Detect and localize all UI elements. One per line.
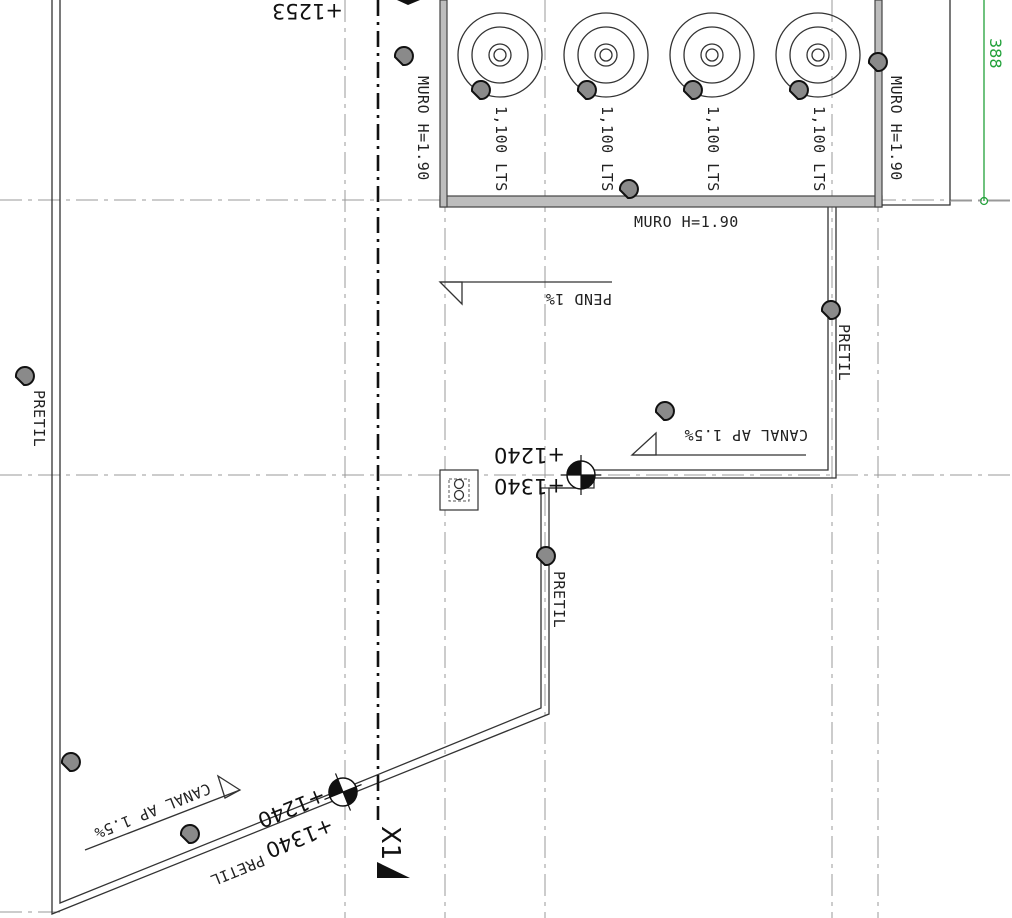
dimension-label: 388 xyxy=(986,38,1005,69)
elevation-upper-b: +1340 xyxy=(494,474,565,498)
axis-line-x1: X1 xyxy=(375,0,420,878)
drain-marker xyxy=(60,752,81,773)
parapet-label-middle: PRETIL xyxy=(550,571,568,628)
slope-label: PEND 1% xyxy=(545,290,612,308)
channel-slope-lower: CANAL AP 1.5% xyxy=(84,774,242,851)
parapet-label-left: PRETIL xyxy=(30,390,48,447)
drain-markers xyxy=(14,46,888,845)
level-marker-lower xyxy=(324,773,362,811)
tank-2 xyxy=(563,12,649,98)
drain-marker xyxy=(393,46,414,67)
axis-label: X1 xyxy=(375,826,405,860)
elevation-top: +1253 xyxy=(272,0,343,23)
parapet-label-right: PRETIL xyxy=(835,324,853,381)
tank-4 xyxy=(775,12,861,98)
tank-1 xyxy=(457,12,543,98)
tank-4-label: 1,100 LTS xyxy=(810,106,828,192)
drain-marker xyxy=(179,824,200,845)
drain-marker xyxy=(820,300,841,321)
drain-marker xyxy=(14,366,35,387)
drain-marker xyxy=(867,52,888,73)
dimension-388: 388 xyxy=(950,0,1012,206)
drain-marker xyxy=(576,80,597,101)
tank-1-label: 1,100 LTS xyxy=(492,106,510,192)
parapet-outline xyxy=(51,0,837,915)
roof-drain-box xyxy=(439,469,479,511)
elevation-upper-a: +1240 xyxy=(494,443,565,467)
drain-marker xyxy=(470,80,491,101)
tank-3-label: 1,100 LTS xyxy=(704,106,722,192)
tank-2-label: 1,100 LTS xyxy=(598,106,616,192)
wall-label-right: MURO H=1.90 xyxy=(887,76,905,181)
wall-label-left: MURO H=1.90 xyxy=(414,76,432,181)
drain-marker xyxy=(535,546,556,567)
slope-indicator: PEND 1% xyxy=(438,281,612,308)
drain-marker xyxy=(618,179,639,200)
drain-marker xyxy=(654,401,675,422)
level-marker-upper xyxy=(561,455,601,495)
drain-marker xyxy=(788,80,809,101)
channel-slope-upper: CANAL AP 1.5% xyxy=(630,426,808,456)
tank-enclosure xyxy=(439,0,951,208)
channel-label-upper: CANAL AP 1.5% xyxy=(684,426,808,444)
wall-label-bottom: MURO H=1.90 xyxy=(634,213,739,231)
water-tanks xyxy=(457,12,861,98)
drain-marker xyxy=(682,80,703,101)
tank-3 xyxy=(669,12,755,98)
parapet-label-bottom: PRETIL xyxy=(207,851,267,889)
